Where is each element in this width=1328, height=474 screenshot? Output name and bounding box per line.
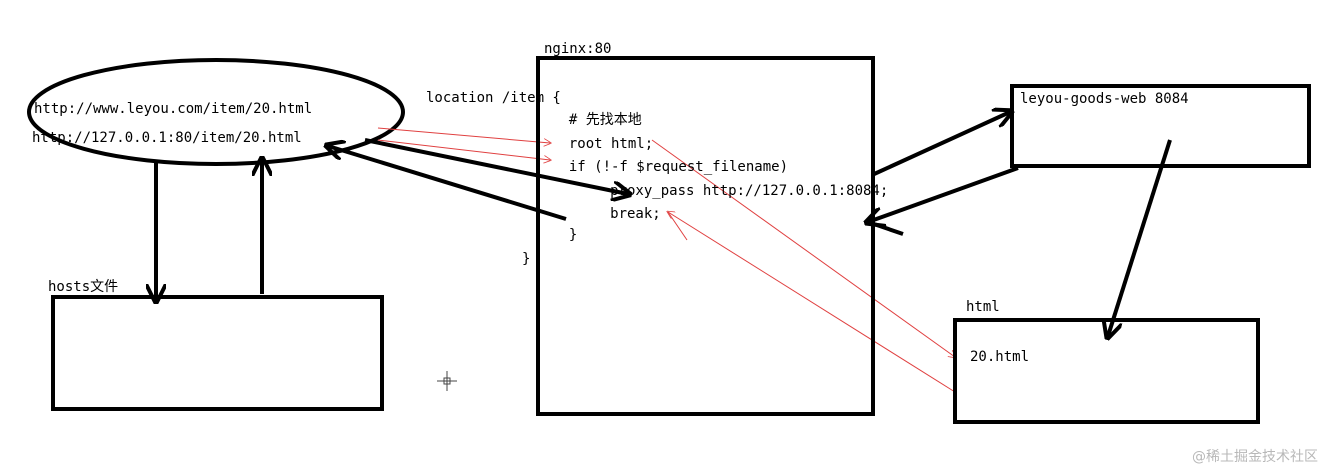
client-ellipse	[27, 58, 405, 166]
hosts-label: hosts文件	[48, 279, 119, 295]
config-line-break: break;	[568, 206, 661, 222]
goods-web-label: leyou-goods-web 8084	[1020, 91, 1189, 107]
arrow-goods-web-to-nginx	[868, 166, 1019, 222]
client-url-domain: http://www.leyou.com/item/20.html	[34, 101, 313, 117]
arrow-goods-web-to-html	[1108, 139, 1172, 336]
html-dir-box	[953, 318, 1260, 424]
config-line-close-location: }	[522, 251, 531, 267]
red-line-url-to-location	[377, 127, 550, 143]
crosshair-cursor-icon	[437, 371, 457, 391]
config-line-comment: # 先找本地	[552, 112, 642, 128]
red-line-url-to-root	[377, 139, 550, 160]
html-file-label: 20.html	[970, 349, 1030, 365]
red-line-break-tick	[667, 211, 688, 241]
arrow-client-to-nginx	[364, 138, 628, 194]
nginx-title: nginx:80	[544, 41, 612, 57]
arrow-nginx-to-goods-web	[871, 112, 1010, 177]
config-line-root: root html;	[552, 136, 654, 152]
red-line-root-to-html	[651, 139, 955, 357]
red-line-html-to-break	[668, 212, 956, 393]
config-line-close-if: }	[552, 227, 578, 243]
html-dir-title: html	[966, 299, 1000, 315]
config-line-if: if (!-f $request_filename)	[552, 159, 789, 175]
hosts-file-box	[51, 295, 384, 411]
config-line-proxy-pass: proxy_pass http://127.0.0.1:8084;	[568, 183, 889, 199]
arrow-nginx-to-client	[328, 146, 567, 221]
goods-web-box	[1010, 84, 1311, 168]
nginx-box	[536, 56, 875, 416]
client-url-ip: http://127.0.0.1:80/item/20.html	[32, 130, 302, 146]
config-line-location: location /item {	[426, 90, 561, 106]
watermark: @稀土掘金技术社区	[1192, 449, 1318, 465]
